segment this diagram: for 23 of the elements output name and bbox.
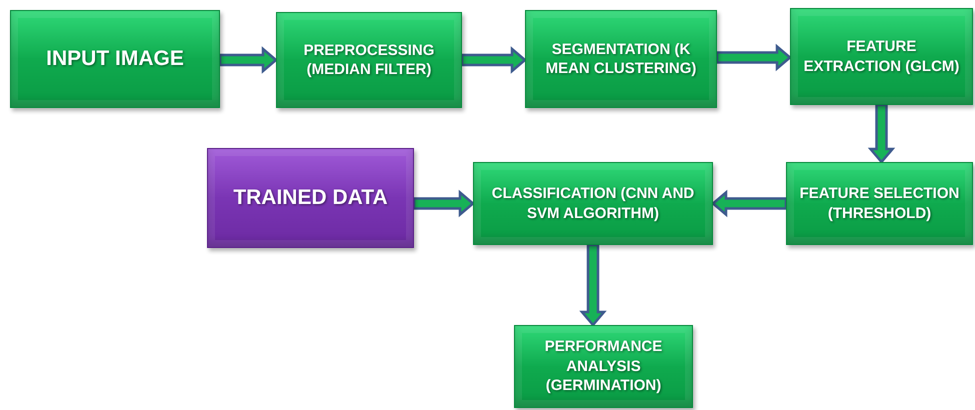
block-arrow bbox=[412, 190, 475, 218]
process-box bbox=[786, 162, 973, 245]
block-arrow bbox=[711, 190, 788, 218]
block-arrow bbox=[579, 244, 607, 327]
process-box bbox=[514, 325, 693, 408]
box-label: PERFORMANCE ANALYSIS (GERMINATION) bbox=[544, 337, 664, 396]
block-arrow bbox=[218, 46, 278, 74]
process-box bbox=[473, 162, 713, 245]
process-box bbox=[207, 148, 414, 248]
box-label: INPUT IMAGE bbox=[46, 46, 184, 72]
box-label: SEGMENTATION (K MEAN CLUSTERING) bbox=[544, 40, 698, 78]
block-arrow bbox=[716, 44, 792, 72]
process-box bbox=[525, 10, 717, 108]
block-arrow bbox=[868, 104, 896, 164]
process-box bbox=[10, 10, 220, 108]
box-label: CLASSIFICATION (CNN AND SVM ALGORITHM) bbox=[490, 184, 696, 223]
block-arrow bbox=[460, 46, 527, 74]
box-label: FEATURE EXTRACTION (GLCM) bbox=[803, 37, 960, 76]
box-label: FEATURE SELECTION (THRESHOLD) bbox=[799, 184, 960, 223]
box-label: PREPROCESSING (MEDIAN FILTER) bbox=[302, 40, 436, 80]
box-label: TRAINED DATA bbox=[233, 185, 388, 212]
process-box bbox=[276, 12, 462, 108]
process-box bbox=[790, 8, 973, 105]
